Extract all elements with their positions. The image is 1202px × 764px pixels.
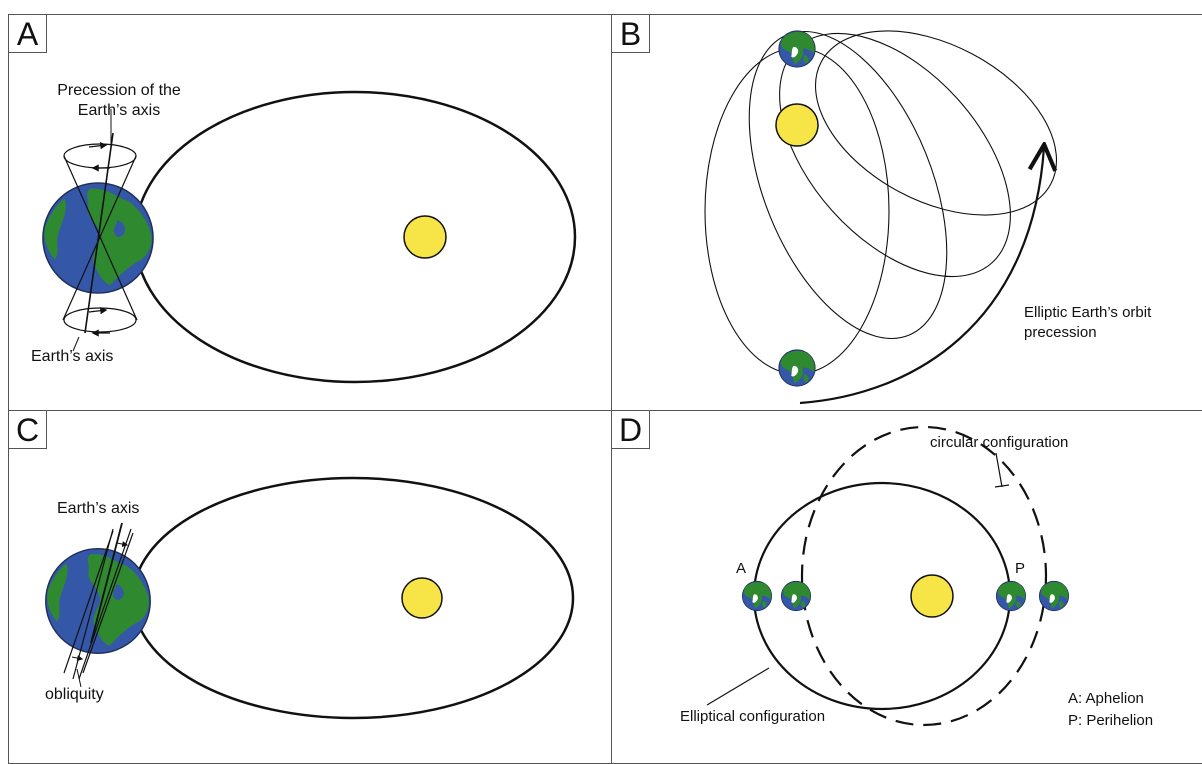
precession-arrow [799, 147, 1044, 405]
precession-cones [62, 109, 138, 352]
sun [775, 103, 819, 147]
panel-d-drawing [706, 425, 1070, 727]
sun [403, 215, 447, 259]
earth-perihelion-elliptical [995, 580, 1027, 612]
earth-icon [45, 548, 151, 654]
legend-perihelion: P: Perihelion [1068, 712, 1154, 729]
circular-orbit [800, 425, 1048, 727]
earth-orbit-ellipse [133, 90, 577, 384]
panel-letter-b: B [612, 15, 650, 53]
panel-letter-d: D [612, 411, 650, 449]
perihelion-marker: P [1015, 560, 1026, 577]
panel-c-drawing [45, 476, 575, 720]
earth-axis-label: Earth’s axis [57, 500, 140, 517]
panel-b: B Elliptic Earth’s orbit precession [611, 14, 1202, 411]
panel-c: C Earth’s axis obliquity [8, 410, 612, 764]
circular-leader [995, 452, 1003, 488]
panel-a: A Precession of the Earth’s axis Earth’s… [8, 14, 612, 411]
legend-aphelion: A: Aphelion [1068, 690, 1144, 707]
sun [910, 574, 954, 618]
aphelion-marker: A [736, 560, 747, 577]
earth-icon-top [778, 30, 816, 68]
panel-a-drawing [42, 90, 577, 384]
panel-letter-c: C [9, 411, 47, 449]
orbit-precession-label: Elliptic Earth’s orbit precession [1024, 304, 1152, 341]
panel-b-drawing [704, 30, 1202, 405]
earth-aphelion-circular [780, 580, 812, 612]
panel-d: D circular configuration Elliptical conf… [611, 410, 1202, 764]
elliptical-configuration-label: Elliptical configuration [680, 708, 826, 725]
panel-letter-a: A [9, 15, 47, 53]
elliptical-leader [706, 667, 770, 706]
obliquity-label: obliquity [45, 686, 104, 703]
earth-perihelion-circular [1038, 580, 1070, 612]
sun [401, 577, 443, 619]
axis-lines [63, 522, 134, 680]
earth-axis-label: Earth’s axis [31, 348, 114, 365]
earth-orbit-ellipse [131, 476, 575, 720]
precession-axis-label: Precession of the Earth’s axis [57, 82, 181, 119]
earth-aphelion-elliptical [741, 580, 773, 612]
circular-configuration-label: circular configuration [930, 434, 1069, 451]
earth-icon-bottom [778, 349, 816, 387]
